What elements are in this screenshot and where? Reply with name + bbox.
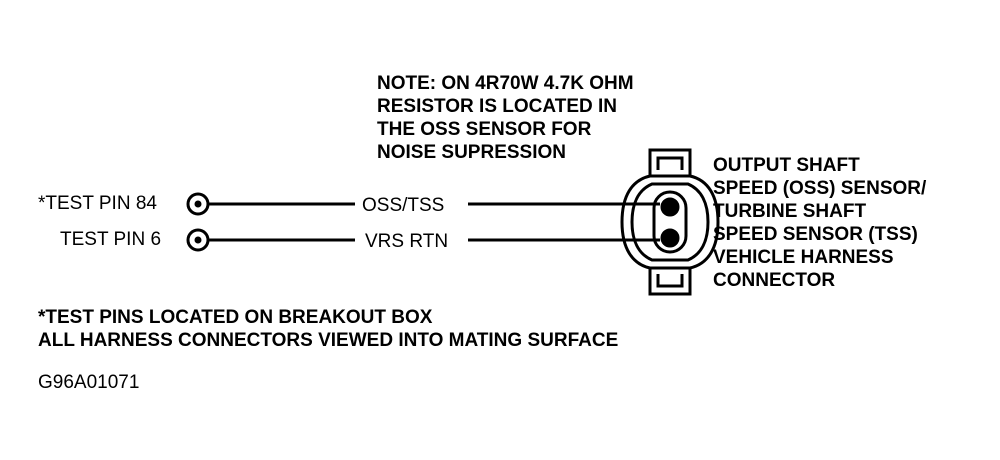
resistor-note: NOTE: ON 4R70W 4.7K OHM RESISTOR IS LOCA… [377,72,634,164]
test-pin-6-label: TEST PIN 6 [60,229,162,250]
connector-label-line: CONNECTOR [713,270,836,291]
test-pin-84-terminal [186,192,210,216]
test-pin-6-terminal [186,228,210,252]
note-line: RESISTOR IS LOCATED IN [377,96,617,117]
note-line: NOTE: ON 4R70W 4.7K OHM [377,73,634,94]
figure-code: G96A01071 [38,372,140,393]
connector-label-line: VEHICLE HARNESS [713,247,894,268]
vrs-rtn-wire-label: VRS RTN [365,231,449,252]
connector-label-line: TURBINE SHAFT [713,201,867,222]
footnote-line: *TEST PINS LOCATED ON BREAKOUT BOX [38,307,433,328]
note-line: THE OSS SENSOR FOR [377,119,592,140]
note-line: NOISE SUPRESSION [377,142,566,163]
test-pin-84-label: *TEST PIN 84 [38,193,157,214]
connector-label: OUTPUT SHAFT SPEED (OSS) SENSOR/ TURBINE… [713,154,926,292]
connector-label-line: SPEED SENSOR (TSS) [713,224,918,245]
oss-tss-wire-label: OSS/TSS [362,195,445,216]
footnote: *TEST PINS LOCATED ON BREAKOUT BOX ALL H… [38,306,618,352]
footnote-line: ALL HARNESS CONNECTORS VIEWED INTO MATIN… [38,330,619,351]
harness-connector-icon [620,148,720,296]
connector-label-line: SPEED (OSS) SENSOR/ [713,178,927,199]
connector-label-line: OUTPUT SHAFT [713,155,860,176]
